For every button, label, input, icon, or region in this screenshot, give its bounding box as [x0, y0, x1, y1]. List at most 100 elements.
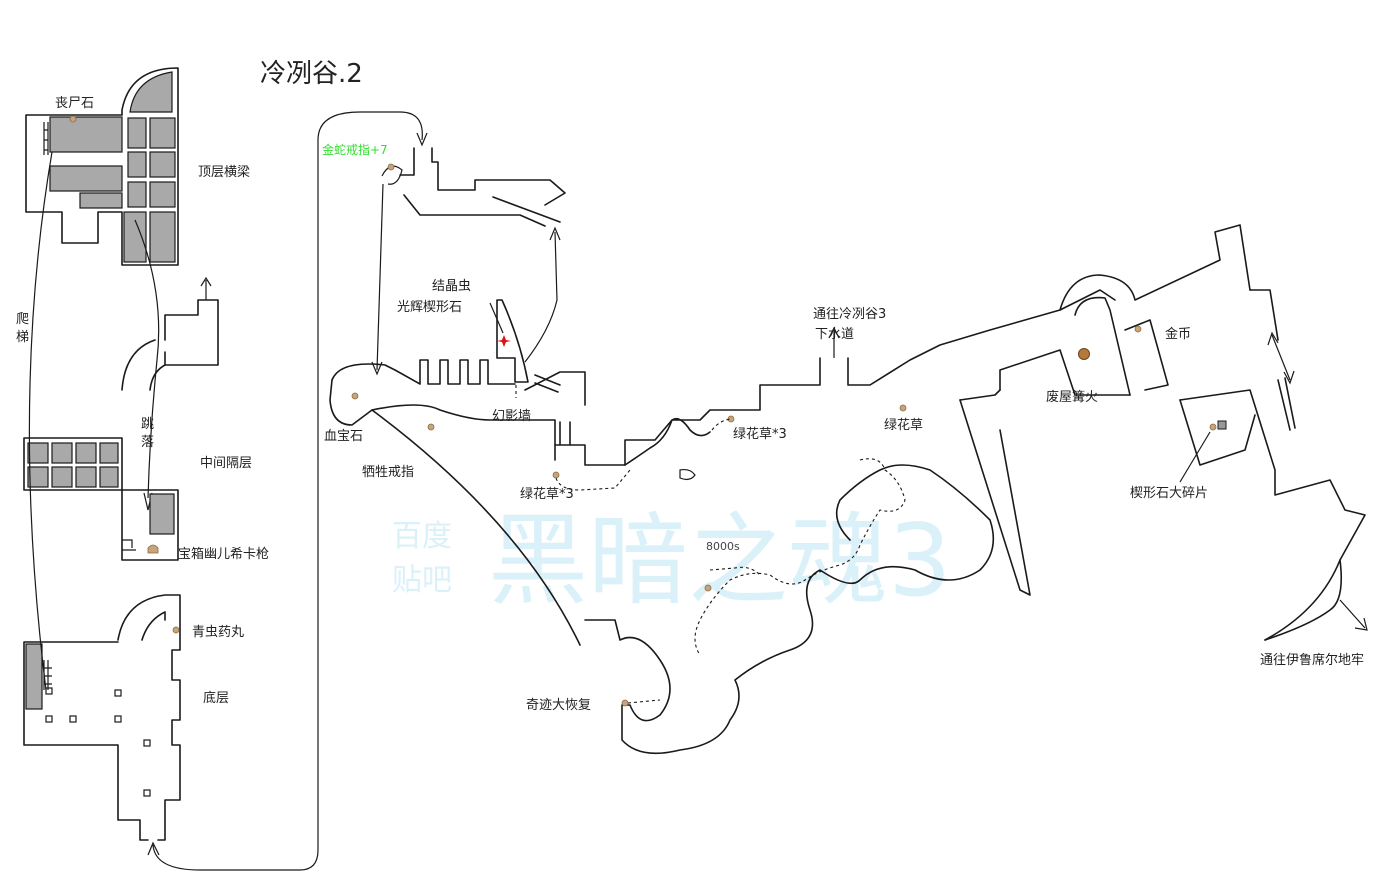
- green-blossom-3b-label: 绿花草*3: [733, 426, 787, 442]
- miracle-marker: [621, 699, 629, 707]
- to-irithyll-label: 通往冷冽谷3: [813, 307, 886, 322]
- beam-block: [149, 117, 176, 149]
- mid-block: [99, 442, 119, 464]
- green-blossom-label: 绿花草: [884, 417, 923, 433]
- mid-block: [99, 466, 119, 488]
- crystal-pointer: [489, 302, 504, 334]
- pillar: [114, 715, 122, 723]
- titanite-star-icon: [497, 335, 511, 347]
- ladder-route: [28, 151, 53, 691]
- gold-coin-label: 金币: [1165, 326, 1191, 342]
- miracle-label: 奇迹大恢复: [526, 697, 591, 713]
- east-inner-arch: [1074, 296, 1131, 396]
- rock-dashed-path: [694, 458, 906, 656]
- beam-block: [127, 181, 147, 208]
- miracle-dash: [627, 699, 661, 704]
- chest-icon: [147, 544, 159, 554]
- dungeon-arrow: [1339, 599, 1366, 629]
- ground-floor-outline: [23, 594, 181, 841]
- mid-stairs: [122, 539, 136, 551]
- crystal-wedge: [496, 299, 529, 383]
- drop-label-2b: 落: [141, 435, 154, 450]
- top-corridor-lower: [403, 194, 546, 227]
- ladder-label-2: 梯: [16, 330, 29, 345]
- corridor-east: [524, 371, 586, 406]
- mid-block: [75, 442, 97, 464]
- watermark-big: 黑暗之魂3: [488, 502, 952, 619]
- top-block: [49, 116, 123, 153]
- watermark: 百度 贴吧 黑暗之魂3: [392, 502, 952, 619]
- serpent-ring-marker: [387, 163, 395, 171]
- east-bottom-curve: [1264, 559, 1343, 641]
- beam-block: [127, 151, 147, 178]
- sacrifice-ring-label: 牺牲戒指: [362, 465, 414, 480]
- top-block: [49, 165, 123, 192]
- map-title: 冷冽谷.2: [260, 59, 363, 89]
- corpse-stone-marker: [69, 115, 77, 123]
- to-dungeon-label: 通往伊鲁席尔地牢: [1260, 652, 1364, 668]
- drop-route: [134, 219, 160, 499]
- arch-left: [121, 339, 156, 391]
- twinkling-titanite-label: 光辉楔形石: [397, 300, 462, 315]
- sacrifice-ring-marker: [427, 423, 435, 431]
- top-corridor-diag: [492, 196, 561, 223]
- west-ledge: [329, 379, 556, 461]
- climb-arrow: [549, 226, 561, 241]
- drop-route-left: [376, 183, 384, 371]
- titanite-pointer: [1179, 431, 1211, 483]
- mid-block: [51, 442, 73, 464]
- bonfire-icon: [1078, 348, 1090, 360]
- east-corridor-top: [1249, 289, 1279, 341]
- mid-block: [51, 466, 73, 488]
- middle-floor-label: 中间隔层: [200, 456, 252, 471]
- titanite-room: [1179, 399, 1256, 466]
- gold-coin-marker: [1134, 325, 1142, 333]
- ground-block: [25, 643, 43, 710]
- illusory-wall-label: 幻影墙: [492, 409, 531, 424]
- east-spire: [959, 399, 1031, 596]
- west-big-curve: [371, 409, 581, 646]
- shaft-exit-arrow: [200, 276, 212, 300]
- souls-label: 8000s: [706, 540, 740, 553]
- mid-block: [27, 466, 49, 488]
- sewer-label: 下水道: [815, 327, 854, 342]
- pillar: [69, 715, 77, 723]
- bonfire-label: 废屋篝火: [1046, 389, 1098, 405]
- beam-block: [129, 71, 173, 113]
- ridge-line: [554, 224, 1251, 466]
- top-block: [79, 192, 123, 209]
- mid-block: [75, 466, 97, 488]
- pillar: [143, 789, 151, 797]
- corpse-stone-label: 丧尸石: [55, 96, 94, 111]
- rock-shore-main: [584, 464, 995, 755]
- drop-label-1: 跳: [141, 417, 154, 432]
- small-rock: [679, 468, 696, 481]
- top-beams-label: 顶层横梁: [198, 165, 250, 180]
- green-pill-label: 青虫药丸: [192, 625, 244, 640]
- loop-arrow-bottom: [147, 841, 160, 856]
- beam-block: [149, 211, 176, 263]
- dungeon-arrow-head: [1354, 617, 1368, 631]
- pillar: [45, 687, 53, 695]
- titanite-shard-label: 楔形石大碎片: [1130, 486, 1208, 501]
- beam-block: [149, 151, 176, 178]
- drop-arrow-left: [371, 361, 383, 376]
- serpent-ring-room: [381, 165, 403, 185]
- rock-shore-upper: [624, 417, 711, 466]
- stairs-east: [534, 374, 561, 393]
- east-stairs: [1277, 377, 1296, 431]
- east-hall-west: [959, 389, 1001, 401]
- souls-marker: [704, 584, 712, 592]
- pillar: [143, 739, 151, 747]
- to-irithyll-arrow: [828, 326, 840, 358]
- top-corridor: [399, 147, 566, 206]
- ground-inner-arch: [141, 611, 166, 641]
- top-ladder: [43, 122, 49, 155]
- blood-gem-marker: [351, 392, 359, 400]
- beam-block: [123, 211, 147, 263]
- serpent-ring-label: 金蛇戒指+7: [322, 142, 388, 157]
- pillar: [114, 689, 122, 697]
- left-building: 丧尸石 顶层横梁 跳 跳落 落 中间隔层 宝箱幽儿希卡枪: [16, 67, 428, 871]
- shaft-outline: [164, 299, 219, 366]
